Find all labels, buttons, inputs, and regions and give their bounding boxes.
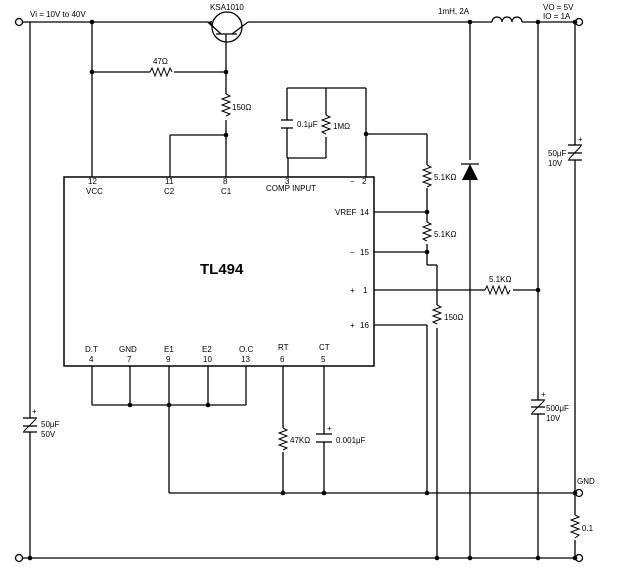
gnd-label: GND [577, 477, 595, 486]
pin5-name: CT [319, 343, 330, 352]
r5k1-a-label: 5.1KΩ [434, 173, 456, 182]
resistor-150-bottom [431, 304, 443, 325]
r47k-label: 47KΩ [290, 436, 310, 445]
resistor-5k1-feedback [484, 284, 511, 296]
pin11-name: C2 [164, 187, 175, 196]
cap-comp-label: 0.1μF [297, 120, 318, 129]
transistor-ksa1010 [207, 11, 249, 44]
pin8-name: C1 [221, 187, 232, 196]
r1m-label: 1MΩ [333, 122, 350, 131]
cin-voltage-label: 50V [41, 430, 56, 439]
pin12-number: 12 [88, 177, 97, 186]
pin1-sign: + [350, 286, 355, 295]
pin2-sign: − [350, 177, 355, 186]
ctiming-polarity: + [327, 424, 332, 433]
inductor-coil [491, 16, 523, 23]
r5k1-b-label: 5.1KΩ [434, 230, 456, 239]
catch-diode [461, 163, 479, 180]
pin7-name: GND [119, 345, 137, 354]
inductor-label: 1mH, 2A [438, 7, 470, 16]
junction-dots [27, 19, 578, 561]
pin6-number: 6 [280, 355, 285, 364]
pin15-number: 15 [360, 248, 369, 257]
vin-label: Vi = 10V to 40V [30, 10, 86, 19]
pin13-name: O.C [239, 345, 253, 354]
pin1-number: 1 [363, 286, 368, 295]
pin2-number: 2 [362, 177, 367, 186]
cin-value-label: 50μF [41, 420, 60, 429]
pin16-number: 16 [360, 321, 369, 330]
r150-bottom-label: 150Ω [444, 313, 463, 322]
pin14-number: 14 [360, 208, 369, 217]
cout2-value-label: 500μF [546, 404, 569, 413]
pin8-number: 8 [223, 177, 228, 186]
pin9-name: E1 [164, 345, 174, 354]
pin3-number: 3 [285, 177, 290, 186]
cout1-polarity: + [578, 135, 583, 144]
ctiming-label: 0.001μF [336, 436, 366, 445]
vin-terminal [14, 17, 24, 27]
cout2-polarity: + [541, 390, 546, 399]
resistor-sense [569, 514, 581, 539]
cap-output-500uf [531, 399, 545, 415]
r150-top-label: 150Ω [232, 103, 251, 112]
pin15-sign: − [350, 248, 355, 257]
pin3-name: COMP INPUT [266, 184, 316, 193]
pin10-number: 10 [203, 355, 212, 364]
tl494-ic-body [63, 176, 375, 367]
pin4-number: 4 [89, 355, 94, 364]
resistor-5k1-b [421, 221, 433, 242]
pin14-name: VREF [335, 208, 356, 217]
transistor-label: KSA1010 [210, 3, 244, 12]
resistor-1m [320, 114, 332, 135]
pin6-name: RT [278, 343, 289, 352]
gnd-in-terminal [14, 553, 24, 563]
resistor-150-top [220, 93, 232, 117]
pin16-sign: + [350, 321, 355, 330]
resistor-47-ohm [149, 66, 173, 78]
r47-label: 47Ω [153, 57, 168, 66]
cap-output-50uf [568, 144, 582, 161]
pin12-name: VCC [86, 187, 103, 196]
cap-comp-0-1uf [281, 119, 293, 129]
pin4-name: D.T [85, 345, 98, 354]
resistor-5k1-a [421, 164, 433, 188]
vout-label: VO = 5V [543, 3, 574, 12]
pin13-number: 13 [241, 355, 250, 364]
pin10-name: E2 [202, 345, 212, 354]
pin7-number: 7 [127, 355, 132, 364]
cout2-voltage-label: 10V [546, 414, 561, 423]
cout1-value-label: 50μF [548, 149, 567, 158]
cap-input-50uf [23, 417, 37, 433]
cap-timing-0-001uf [316, 433, 332, 443]
r5k1-fb-label: 5.1KΩ [489, 275, 511, 284]
pin11-number: 11 [165, 177, 174, 186]
pin9-number: 9 [166, 355, 171, 364]
ic-name: TL494 [200, 261, 244, 278]
rsense-label: 0.1 [582, 524, 594, 533]
iout-label: IO = 1A [543, 12, 571, 21]
resistor-47k [277, 427, 289, 451]
cout1-voltage-label: 10V [548, 159, 563, 168]
cin-polarity: + [32, 407, 37, 416]
pin5-number: 5 [321, 355, 326, 364]
